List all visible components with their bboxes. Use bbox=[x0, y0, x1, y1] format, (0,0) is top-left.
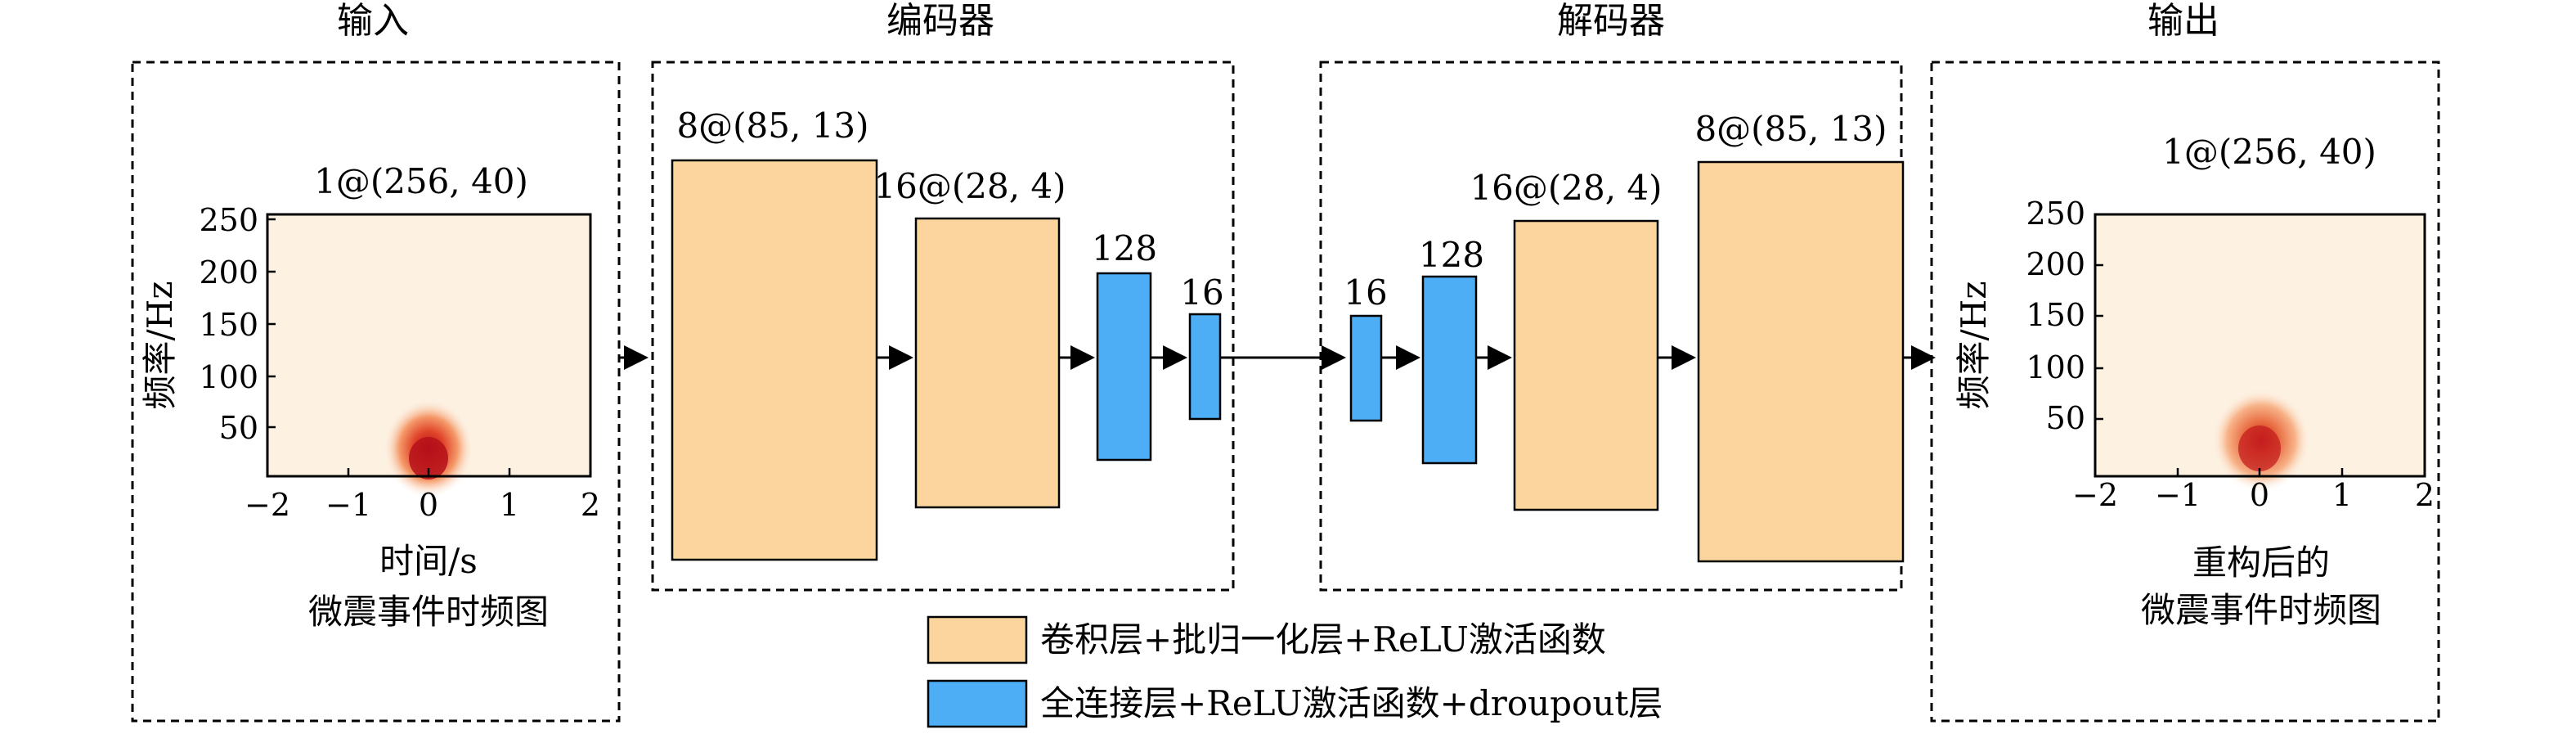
input-box bbox=[131, 61, 621, 723]
input-xtick-0: 0 bbox=[419, 487, 438, 523]
input-heatmap-core bbox=[409, 437, 448, 480]
output-ytick-100: 100 bbox=[2026, 349, 2085, 385]
output-caption-line1: 重构后的 bbox=[2192, 543, 2330, 583]
output-xtick-m1: −1 bbox=[2155, 477, 2201, 513]
output-yticks: 250 200 150 100 50 bbox=[2026, 196, 2103, 436]
decoder-fc-block bbox=[1349, 314, 1383, 422]
decoder-layer-label: 128 bbox=[1419, 235, 1484, 275]
encoder-conv-block bbox=[671, 159, 878, 561]
legend-fc-swatch bbox=[927, 679, 1028, 728]
decoder-layer-label: 16 bbox=[1344, 272, 1387, 313]
decoder-box bbox=[1319, 61, 1903, 592]
legend-conv-label: 卷积层+批归一化层+ReLU激活函数 bbox=[1040, 619, 1606, 660]
decoder-conv-block bbox=[1513, 219, 1659, 511]
input-xtick-m2: −2 bbox=[245, 487, 290, 523]
input-ytick-100: 100 bbox=[199, 359, 258, 395]
input-xlabel: 时间/s bbox=[379, 541, 478, 581]
output-xtick-1: 1 bbox=[2332, 477, 2352, 513]
input-yticks: 250 200 150 100 50 bbox=[199, 202, 276, 446]
output-spectrogram: 1@(256, 40) 250 200 150 100 50 −2 −1 0 1 bbox=[1954, 132, 2435, 630]
output-box bbox=[1930, 61, 2440, 723]
encoder: 8@(85, 13) 16@(28, 4) 128 16 bbox=[671, 106, 1224, 561]
section-title-output: 输出 bbox=[2147, 0, 2219, 42]
input-shape-label: 1@(256, 40) bbox=[314, 161, 528, 201]
decoder-layer-label: 16@(28, 4) bbox=[1470, 168, 1662, 208]
output-xtick-0: 0 bbox=[2250, 477, 2269, 513]
input-ylabel: 频率/Hz bbox=[140, 281, 180, 410]
input-spectrogram: 1@(256, 40) 250 200 150 100 50 −2 −1 0 1 bbox=[140, 161, 600, 632]
encoder-fc-block bbox=[1096, 272, 1152, 462]
output-heatmap-core bbox=[2238, 426, 2281, 471]
legend-fc-label: 全连接层+ReLU激活函数+droupout层 bbox=[1040, 683, 1663, 723]
section-title-decoder: 解码器 bbox=[1557, 0, 1665, 42]
legend: 卷积层+批归一化层+ReLU激活函数 全连接层+ReLU激活函数+droupou… bbox=[927, 615, 1663, 728]
output-caption-line2: 微震事件时频图 bbox=[2141, 590, 2381, 630]
encoder-layer-label: 8@(85, 13) bbox=[676, 106, 868, 146]
encoder-layer-label: 128 bbox=[1092, 228, 1157, 268]
output-xtick-m2: −2 bbox=[2072, 477, 2118, 513]
input-ytick-250: 250 bbox=[199, 202, 258, 238]
input-xtick-2: 2 bbox=[581, 487, 600, 523]
output-ytick-200: 200 bbox=[2026, 246, 2085, 282]
output-xtick-2: 2 bbox=[2415, 477, 2435, 513]
encoder-fc-block bbox=[1188, 313, 1222, 421]
decoder-layer-label: 8@(85, 13) bbox=[1694, 109, 1887, 149]
input-caption: 微震事件时频图 bbox=[308, 592, 549, 632]
output-ylabel: 频率/Hz bbox=[1954, 281, 1994, 410]
encoder-layer-label: 16 bbox=[1180, 272, 1223, 313]
input-ytick-50: 50 bbox=[219, 410, 258, 446]
encoder-box bbox=[651, 61, 1235, 592]
decoder-fc-block bbox=[1421, 275, 1478, 465]
decoder: 16 128 16@(28, 4) 8@(85, 13) bbox=[1344, 109, 1905, 563]
input-xtick-m1: −1 bbox=[325, 487, 371, 523]
output-ytick-250: 250 bbox=[2026, 196, 2085, 232]
section-title-encoder: 编码器 bbox=[886, 0, 994, 42]
encoder-layer-label: 16@(28, 4) bbox=[873, 166, 1066, 206]
output-xticks: −2 −1 0 1 2 bbox=[2072, 468, 2435, 513]
output-shape-label: 1@(256, 40) bbox=[2162, 132, 2376, 172]
output-ytick-50: 50 bbox=[2046, 400, 2085, 436]
input-xticks: −2 −1 0 1 2 bbox=[245, 468, 600, 523]
input-xtick-1: 1 bbox=[500, 487, 519, 523]
input-ytick-200: 200 bbox=[199, 254, 258, 290]
section-title-input: 输入 bbox=[337, 0, 409, 42]
legend-conv-swatch bbox=[927, 615, 1028, 664]
encoder-conv-block bbox=[914, 217, 1061, 509]
output-ytick-150: 150 bbox=[2026, 297, 2085, 333]
decoder-conv-block bbox=[1697, 160, 1905, 563]
input-ytick-150: 150 bbox=[199, 307, 258, 343]
